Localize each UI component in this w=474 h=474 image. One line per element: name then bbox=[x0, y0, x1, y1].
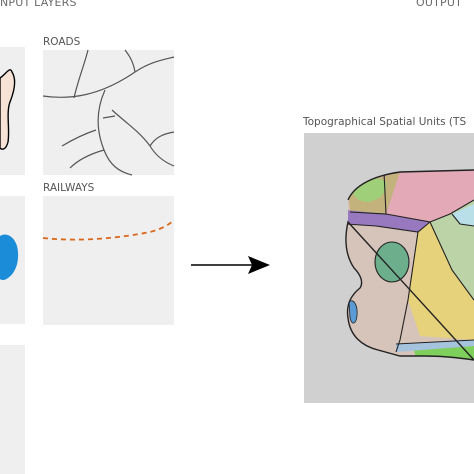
output-heading: OUTPUT bbox=[416, 0, 463, 9]
road-lines bbox=[42, 49, 175, 176]
railway-line bbox=[42, 219, 175, 241]
input-layers-heading: NPUT LAYERS bbox=[0, 0, 77, 9]
landcover-layer-panel bbox=[0, 345, 25, 474]
tsu-map bbox=[345, 169, 474, 361]
output-title: Topographical Spatial Units (TS bbox=[303, 116, 467, 128]
arrow-icon bbox=[191, 256, 270, 274]
boundary-shape bbox=[0, 69, 16, 150]
roads-label: ROADS bbox=[43, 36, 81, 48]
railways-label: RAILWAYS bbox=[43, 182, 95, 194]
railways-layer-panel bbox=[43, 196, 174, 325]
roads-layer-panel bbox=[43, 50, 174, 175]
water-body bbox=[0, 234, 19, 280]
